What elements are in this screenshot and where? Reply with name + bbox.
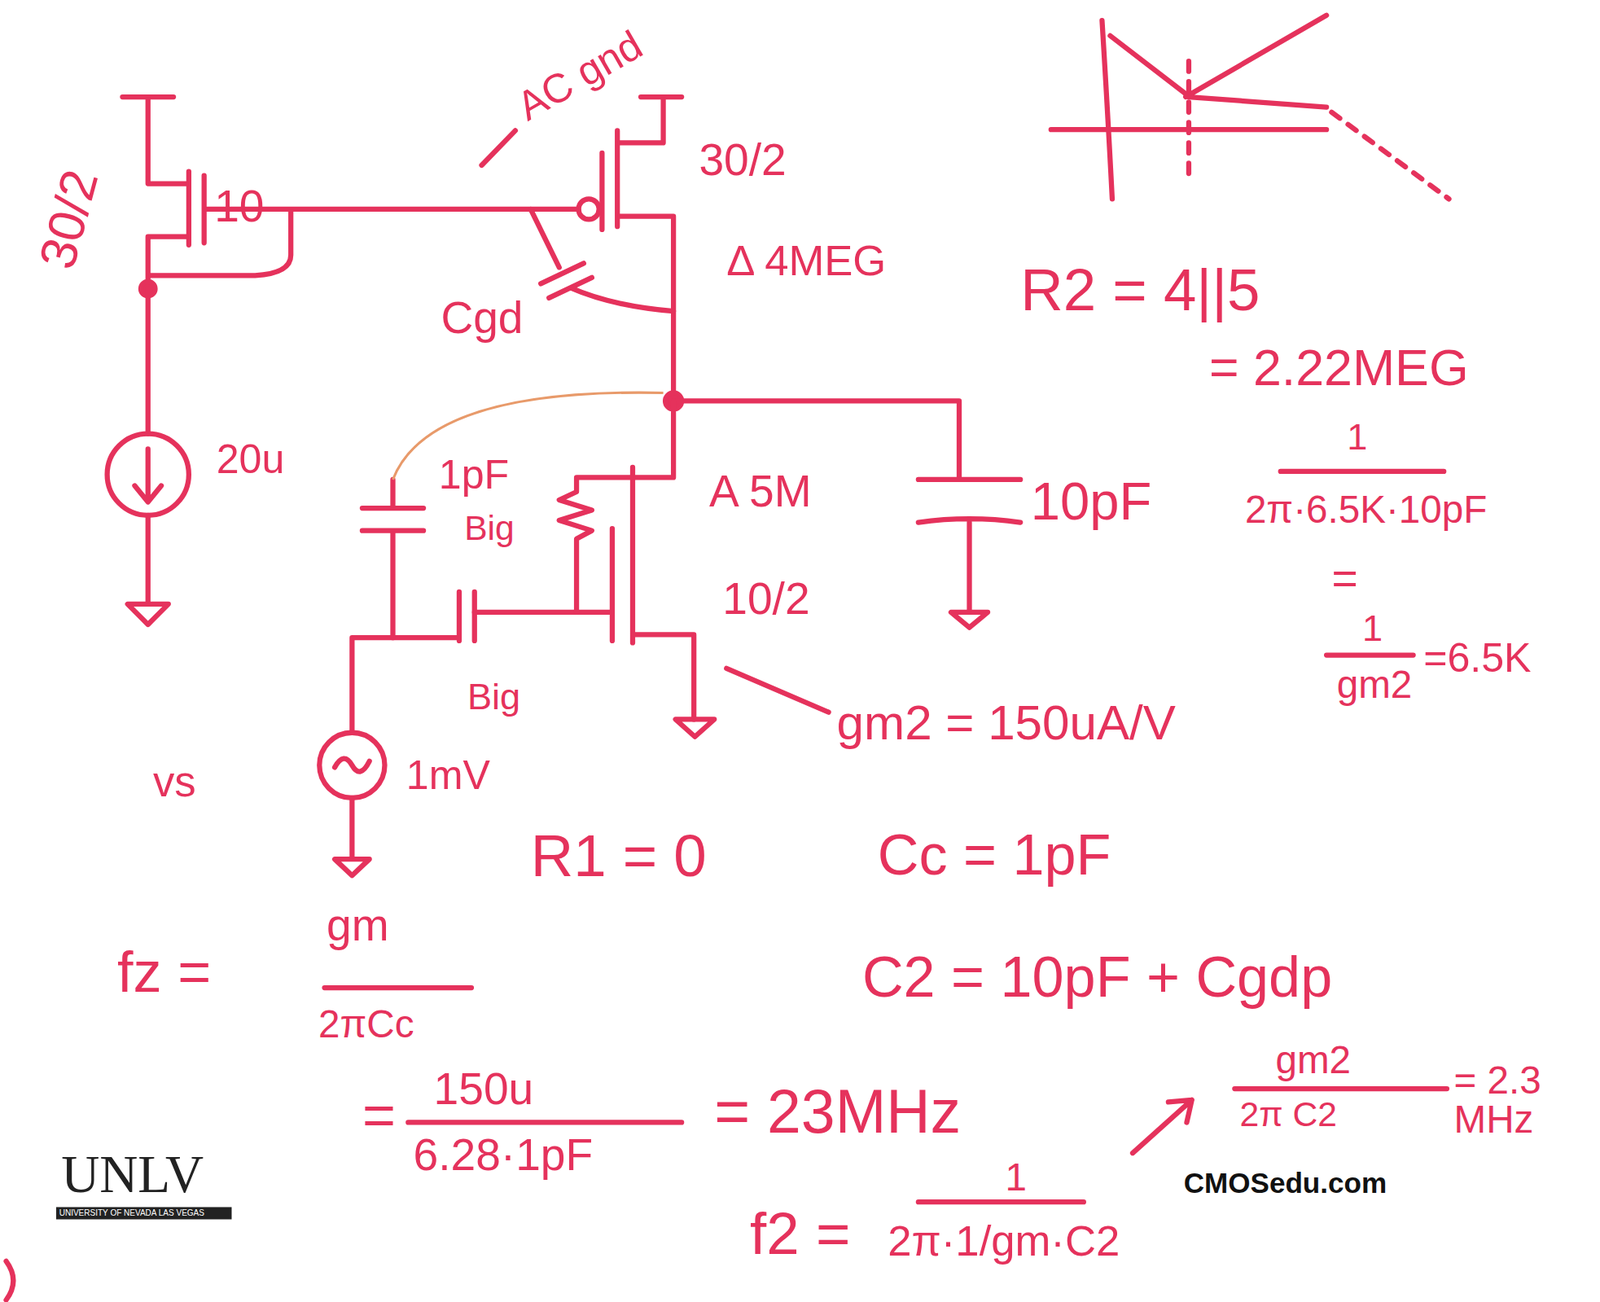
annotation-text: gm2: [1336, 665, 1413, 705]
bode-dashed: [1188, 61, 1450, 199]
gate-bubble: [578, 198, 600, 220]
annotation-text: =: [1331, 556, 1358, 601]
annotation-text: 1: [1004, 1157, 1026, 1197]
annotation-text: 2π·1/gm·C2: [887, 1219, 1120, 1263]
annotation-text: 10/2: [722, 576, 810, 622]
annotation-text: 2πCc: [318, 1004, 415, 1044]
pmos-diode: [122, 96, 579, 290]
annotation-text: R2 = 4||5: [1020, 260, 1260, 320]
pmos-load: [601, 96, 682, 401]
current-arrow: [134, 448, 162, 502]
annotation-text: vs: [153, 760, 197, 804]
annotation-text: AC gnd: [510, 23, 649, 128]
annotation-text: =6.5K: [1423, 637, 1531, 679]
annotation-text: gm2 = 150uA/V: [837, 698, 1176, 748]
source-tilde: [334, 758, 370, 772]
fraction-bar: [324, 471, 1447, 1202]
annotation-text: 1: [1346, 418, 1368, 456]
annotation-text: 6.28·1pF: [413, 1132, 594, 1178]
annotation-text: = 2.3 MHz: [1454, 1060, 1597, 1139]
feedforward-path: [392, 392, 663, 480]
annotation-text: 20u: [216, 438, 285, 480]
annotation-text: 10pF: [1030, 474, 1153, 528]
annotation-text: f2 =: [749, 1204, 851, 1264]
annotation-text: 30/2: [698, 137, 786, 183]
compensation-capacitor: [362, 479, 424, 638]
annotation-text: 1pF: [438, 454, 509, 496]
annotation-text: fz =: [117, 943, 211, 1001]
annotation-text: gm2: [1275, 1040, 1351, 1080]
ground-symbol: [675, 718, 715, 737]
annotation-text: R1 = 0: [530, 826, 707, 886]
annotation-text: UNLV: [61, 1148, 204, 1202]
cgd-capacitor: [530, 209, 674, 312]
arrow: [1132, 1100, 1193, 1153]
coupling-capacitor: [351, 591, 474, 733]
annotation-text: Big: [467, 678, 521, 715]
annotation-text: A 5M: [709, 469, 812, 514]
bias-resistor: [559, 477, 633, 612]
annotation-text: 2π·6.5K·10pF: [1244, 490, 1488, 530]
annotation-text: 10: [214, 184, 264, 229]
annotation-text: C2 = 10pF + Cgdp: [862, 948, 1333, 1006]
annotation-text: Big: [464, 510, 515, 546]
ac-ground-mark: [482, 130, 516, 166]
wire: [349, 797, 355, 858]
annotation-text: 1: [1362, 609, 1383, 647]
annotation-text: Cc = 1pF: [877, 826, 1112, 884]
nmos-driver: [474, 400, 694, 719]
annotation-text: gm: [326, 903, 390, 948]
annotation-text: 150u: [433, 1066, 535, 1112]
leader-line: [726, 668, 829, 713]
annotation-text: = 2.22MEG: [1209, 341, 1469, 394]
logo-bar: [56, 1206, 233, 1219]
ground-symbol: [127, 604, 169, 625]
annotation-text: UNIVERSITY OF NEVADA LAS VEGAS: [59, 1209, 205, 1218]
annotation-text: Δ 4MEG: [726, 239, 886, 283]
annotation-text: =: [362, 1087, 396, 1145]
margin-mark: [6, 1261, 14, 1301]
voltage-source: [319, 732, 385, 798]
annotation-text: 1mV: [406, 754, 491, 796]
annotation-text: CMOSedu.com: [1183, 1168, 1387, 1197]
annotation-text: Cgd: [440, 295, 523, 341]
ground-symbol: [951, 612, 988, 628]
annotation-text: 30/2: [30, 164, 106, 274]
ground-symbol: [334, 859, 370, 876]
annotation-text: = 23MHz: [714, 1081, 961, 1143]
current-source: [107, 433, 189, 516]
annotation-text: 2π C2: [1240, 1096, 1337, 1132]
wire: [145, 289, 151, 603]
